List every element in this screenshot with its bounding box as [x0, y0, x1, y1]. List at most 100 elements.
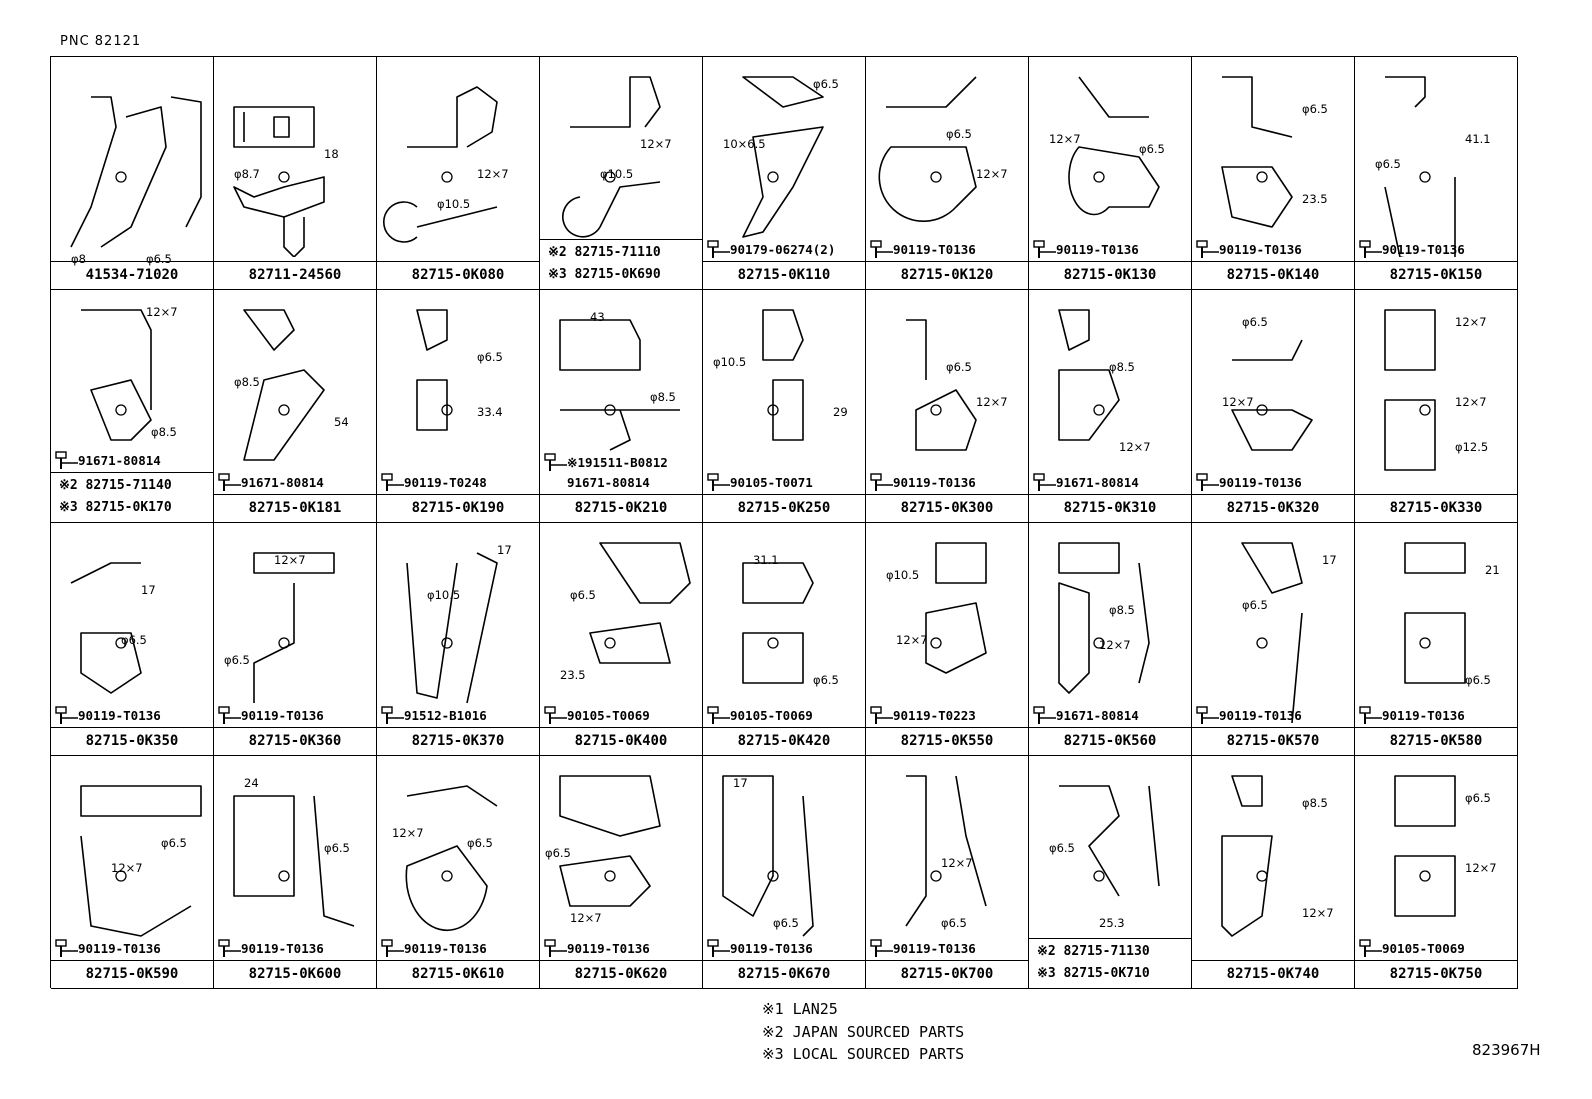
part-drawing	[559, 775, 661, 907]
part-number: 82715-0K570	[1192, 727, 1354, 755]
dimension-label: φ6.5	[477, 350, 503, 364]
bolt-icon	[870, 240, 893, 258]
dimension-label: 12×7	[1099, 638, 1131, 652]
bolt-icon	[707, 706, 730, 724]
bolt-icon	[1359, 939, 1382, 957]
part-drawing	[742, 562, 814, 684]
dimension-label: 10×6.5	[723, 137, 766, 151]
bolt-icon	[707, 939, 730, 957]
part-number: 82715-0K370	[377, 727, 539, 755]
dimension-label: 12×7	[1455, 395, 1487, 409]
fastener-callout: 90119-T0136	[869, 472, 1027, 492]
dimension-label: φ8.5	[1302, 796, 1328, 810]
dimension-label: φ8.5	[650, 390, 676, 404]
fastener-callout: 90119-T0136	[1195, 239, 1353, 259]
alternate-part-number: ※3 82715-0K170	[59, 500, 172, 515]
part-drawing	[1231, 339, 1313, 451]
alternate-part-numbers: ※2 82715-71110※3 82715-0K690	[540, 239, 702, 289]
dimension-label: 12×7	[941, 856, 973, 870]
part-drawing	[405, 785, 498, 932]
part-number: 82715-0K550	[866, 727, 1028, 755]
part-drawing	[406, 552, 498, 704]
footnote-1: ※1 LAN25	[762, 1000, 838, 1018]
bolt-icon	[1196, 473, 1219, 491]
dimension-label: 12×7	[392, 826, 424, 840]
part-number: 82715-0K740	[1192, 960, 1354, 988]
fastener-callout: 90119-T0136	[706, 938, 864, 958]
part-drawing	[1394, 775, 1456, 917]
fastener-part-number: 90119-T0223	[893, 708, 976, 723]
dimension-label: 21	[1485, 563, 1500, 577]
dimension-label: φ6.5	[1465, 673, 1491, 687]
dimension-label: 43	[590, 310, 605, 324]
alternate-part-number: ※3 82715-0K690	[548, 267, 661, 282]
fastener-callout: 91671-80814	[543, 472, 701, 492]
dimension-label: φ6.5	[324, 841, 350, 855]
part-number: 82715-0K190	[377, 494, 539, 522]
fastener-part-number: 90119-T0136	[241, 708, 324, 723]
dimension-label: φ6.5	[570, 588, 596, 602]
alternate-part-number: ※3 82715-0K710	[1037, 966, 1150, 981]
dimension-label: 33.4	[477, 405, 503, 419]
part-drawing	[243, 309, 325, 461]
fastener-callout: 90105-T0069	[543, 705, 701, 725]
fastener-callout: 91512-B1016	[380, 705, 538, 725]
dimension-label: 29	[833, 405, 848, 419]
dimension-label: φ12.5	[1455, 440, 1489, 454]
fastener-part-number: 90119-T0136	[1056, 242, 1139, 257]
dimension-label: φ6.5	[467, 836, 493, 850]
fastener-part-number: 90105-T0071	[730, 475, 813, 490]
alternate-part-numbers: ※2 82715-71130※3 82715-0K710	[1029, 938, 1191, 988]
fastener-callout: 90119-T0136	[1358, 705, 1516, 725]
dimension-label: 12×7	[477, 167, 509, 181]
fastener-part-number: 90119-T0136	[1382, 708, 1465, 723]
part-drawing	[233, 106, 325, 257]
dimension-label: φ6.5	[161, 836, 187, 850]
fastener-callout: 91671-80814	[1032, 472, 1190, 492]
fastener-callout: 90119-T0136	[54, 705, 212, 725]
part-drawing	[80, 785, 202, 937]
part-drawing	[762, 309, 804, 441]
dimension-label: φ8.7	[234, 167, 260, 181]
alternate-part-number: ※2 82715-71140	[59, 478, 172, 493]
fastener-part-number: 91671-80814	[241, 475, 324, 490]
dimension-label: 18	[324, 147, 339, 161]
fastener-part-number: 91671-80814	[78, 453, 161, 468]
